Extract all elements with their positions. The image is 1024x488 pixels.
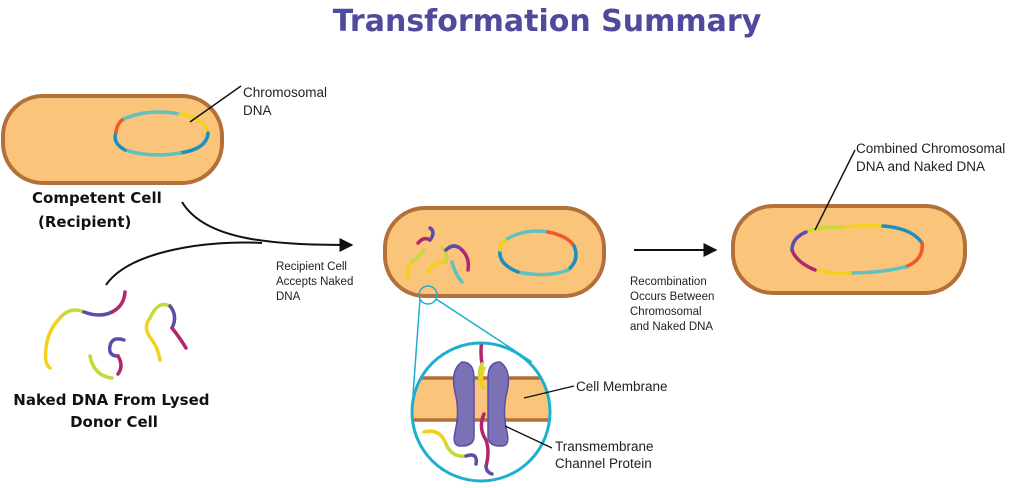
recipient-cell-body xyxy=(383,206,606,298)
chromosomal-dna-leader xyxy=(189,85,242,123)
competent-cell-label: Competent Cell (Recipient) xyxy=(32,189,167,231)
recombination-label: Recombination Occurs Between Chromosomal… xyxy=(630,276,718,333)
recipient-cell xyxy=(383,206,606,298)
cell-membrane-label: Cell Membrane xyxy=(576,379,668,394)
combined-dna-loop xyxy=(790,223,924,275)
naked-dna-fragments xyxy=(43,290,188,380)
combined-cell xyxy=(731,204,967,295)
internalized-dna-fragments xyxy=(405,226,471,284)
channel-protein-right xyxy=(487,361,510,447)
chromosomal-dna-loop xyxy=(113,110,210,157)
competent-cell-body xyxy=(1,94,224,185)
channel-protein-leader xyxy=(504,425,553,449)
channel-protein-left xyxy=(452,361,475,447)
naked-dna-label: Naked DNA From Lysed Donor Cell xyxy=(13,391,214,431)
membrane-zoom xyxy=(410,341,552,483)
chromosomal-dna-label: Chromosomal DNA xyxy=(243,85,331,118)
recipient-accepts-label: Recipient Cell Accepts Naked DNA xyxy=(276,261,357,303)
diagram-title: Transformation Summary xyxy=(333,4,762,39)
zoom-guide-left xyxy=(412,298,421,396)
competent-cell xyxy=(1,94,224,185)
zoom-circle-border xyxy=(410,341,552,483)
combined-dna-label: Combined Chromosomal DNA and Naked DNA xyxy=(856,141,1009,174)
cell-membrane-leader xyxy=(523,385,575,399)
recipient-chromosomal-loop xyxy=(498,229,578,277)
zoom-source-circle xyxy=(418,285,438,305)
combined-cell-body xyxy=(731,204,967,295)
naked-dna-curve xyxy=(105,241,263,286)
channel-protein-label: Transmembrane Channel Protein xyxy=(555,439,657,471)
uptake-arrow xyxy=(181,201,354,252)
combined-dna-leader xyxy=(814,149,856,231)
dna-through-channel xyxy=(422,343,494,476)
